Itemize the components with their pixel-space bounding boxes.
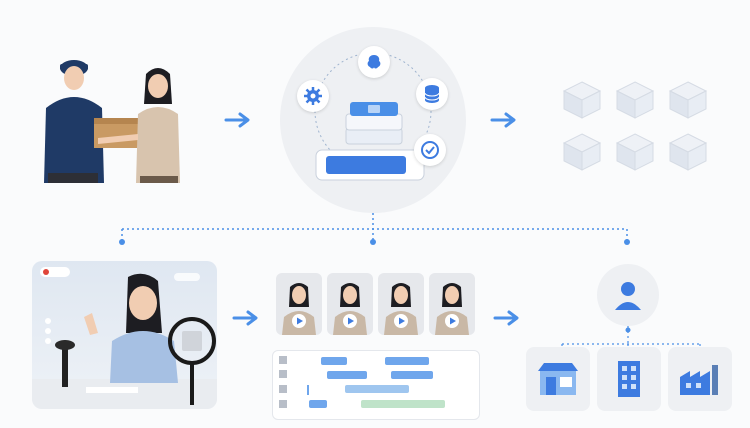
cube-block-icon [668,133,708,171]
flow-arrow-2 [490,112,516,128]
audio-track-icon [279,385,287,393]
flow-arrow-3 [232,310,258,326]
endpoint-factory [668,347,732,411]
image-track-icon [279,370,287,378]
text-track-icon [279,400,287,408]
video-thumbnail[interactable] [378,273,424,335]
user-avatar [597,264,659,326]
flow-arrow-4 [493,310,519,326]
delivery-handoff-illustration [44,60,180,183]
video-thumbnail[interactable] [327,273,373,335]
store-icon [538,363,578,395]
server-stack-icon [315,102,425,181]
database-icon [416,78,448,110]
branch-connector [119,213,630,245]
check-circle-icon [414,134,446,166]
cube-block-icon [615,81,655,119]
factory-icon [680,365,718,395]
gear-icon [297,80,329,112]
flow-arrow-1 [224,112,250,128]
cube-block-icon [562,133,602,171]
endpoint-store [526,347,590,411]
video-editor-timeline [272,350,480,420]
video-track-icon [279,356,287,364]
video-thumbnail[interactable] [276,273,322,335]
user-icon [615,282,641,310]
recording-studio-panel [32,261,217,409]
office-building-icon [618,361,640,397]
cube-block-icon [668,81,708,119]
endpoint-office [597,347,661,411]
video-thumbnail[interactable] [429,273,475,335]
cube-block-icon [615,133,655,171]
brain-icon [358,46,390,78]
cube-block-icon [562,81,602,119]
presenter-illustration [32,267,217,409]
